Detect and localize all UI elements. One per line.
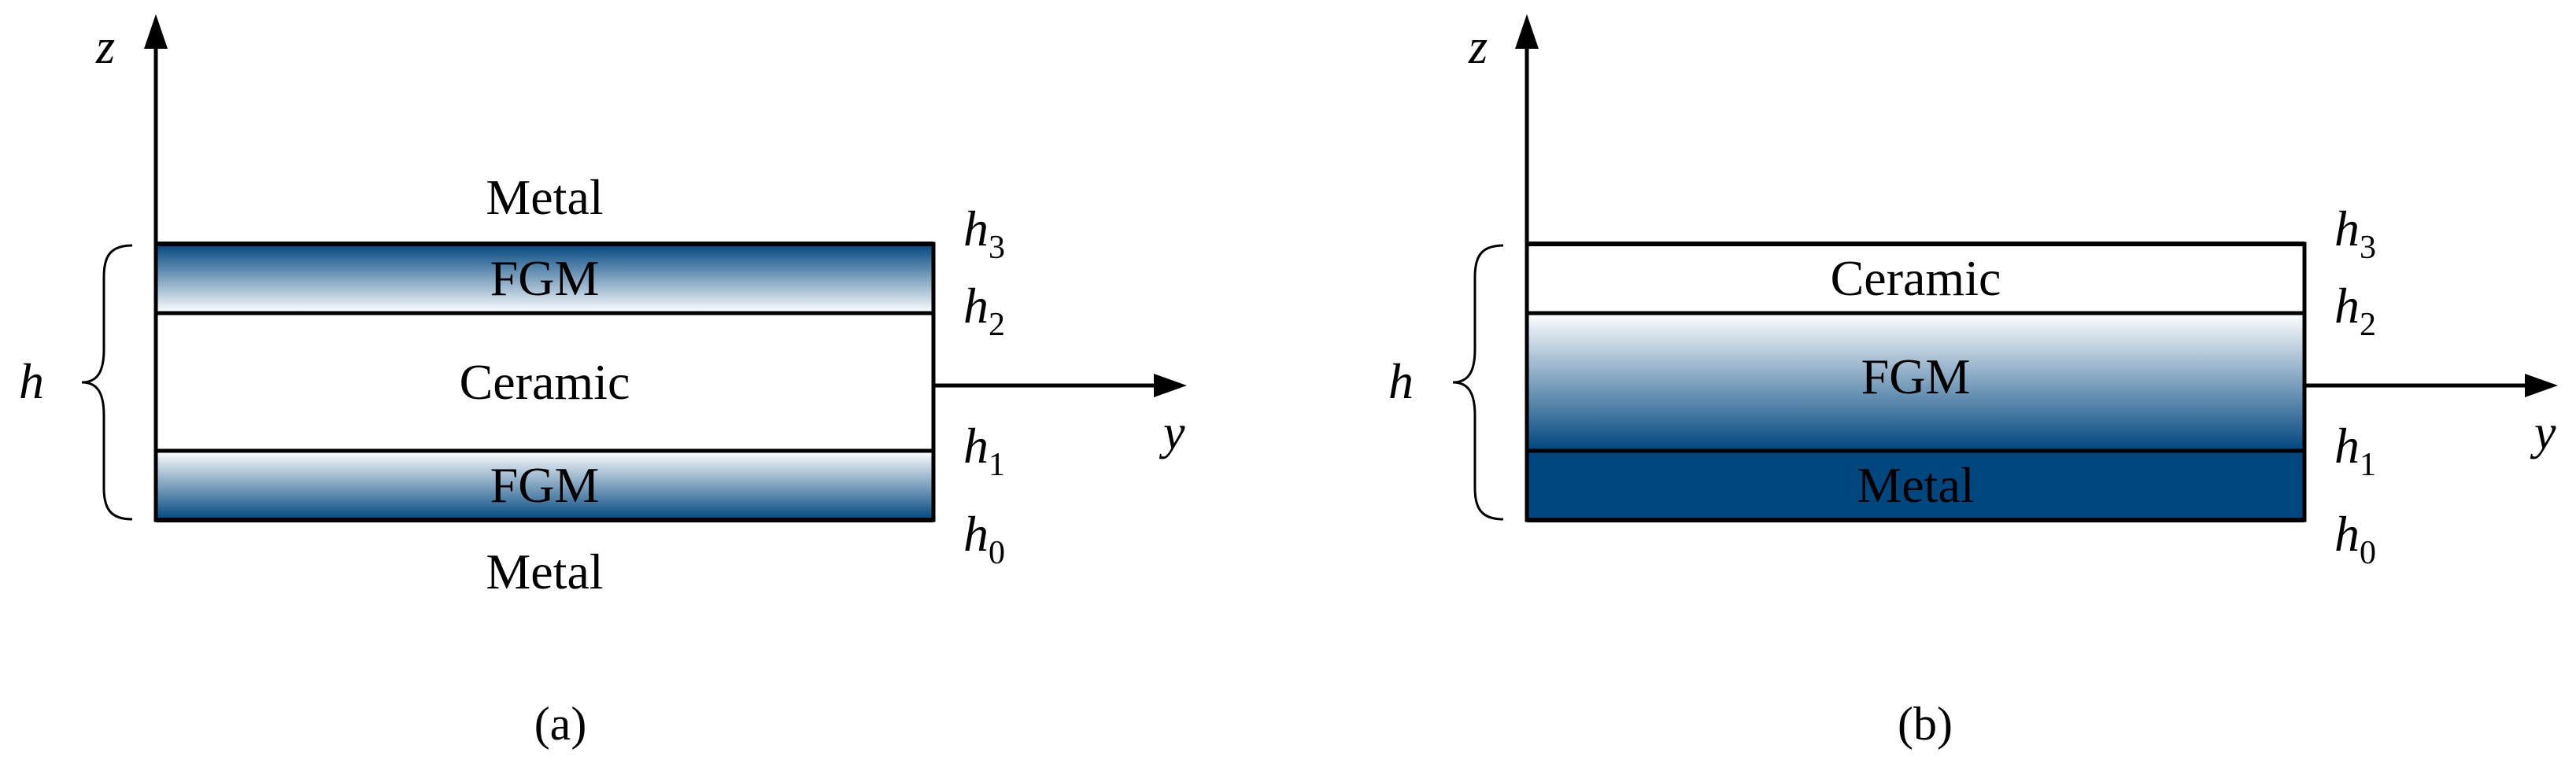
ceramic-core-layer xyxy=(153,311,936,453)
y-axis-arrowhead xyxy=(1154,374,1187,397)
ceramic-label: Ceramic xyxy=(460,354,630,410)
panel-b: z y Ceramic FGM Metal h3 h2 h1 h0 h (b) xyxy=(1388,14,2558,750)
h2-label: h2 xyxy=(2334,278,2376,343)
h3-label: h3 xyxy=(963,201,1005,266)
h0-label: h0 xyxy=(963,506,1005,571)
h3-label: h3 xyxy=(2334,201,2376,266)
ceramic-label: Ceramic xyxy=(1831,250,2001,306)
z-axis-label: z xyxy=(1468,20,1488,74)
h1-label: h1 xyxy=(963,418,1005,483)
caption-a: (a) xyxy=(534,698,587,750)
h2-label: h2 xyxy=(963,278,1005,343)
fgm-top-label: FGM xyxy=(490,250,600,306)
z-axis-arrowhead xyxy=(144,14,168,49)
panel-a: z y Metal FGM Ceramic FGM Metal h3 h2 h1… xyxy=(19,14,1187,750)
thickness-label: h xyxy=(19,353,44,409)
thickness-brace xyxy=(81,244,133,521)
metal-bottom-label: Metal xyxy=(486,544,603,599)
h1-label: h1 xyxy=(2334,418,2376,483)
fgm-layer xyxy=(1525,311,2307,453)
metal-label: Metal xyxy=(1857,457,1974,513)
caption-b: (b) xyxy=(1898,698,1953,750)
y-axis-label: y xyxy=(1159,406,1185,459)
y-axis-arrowhead xyxy=(2525,374,2558,397)
thickness-label: h xyxy=(1388,353,1414,409)
z-axis-arrowhead xyxy=(1515,14,1539,49)
fgm-label: FGM xyxy=(1861,349,1971,404)
thickness-brace xyxy=(1452,244,1504,521)
fgm-bottom-label: FGM xyxy=(490,457,600,513)
h0-label: h0 xyxy=(2334,506,2376,571)
z-axis-label: z xyxy=(95,20,115,74)
metal-top-label: Metal xyxy=(486,169,603,225)
metal-layer xyxy=(1525,448,2307,522)
y-axis-label: y xyxy=(2530,406,2556,459)
